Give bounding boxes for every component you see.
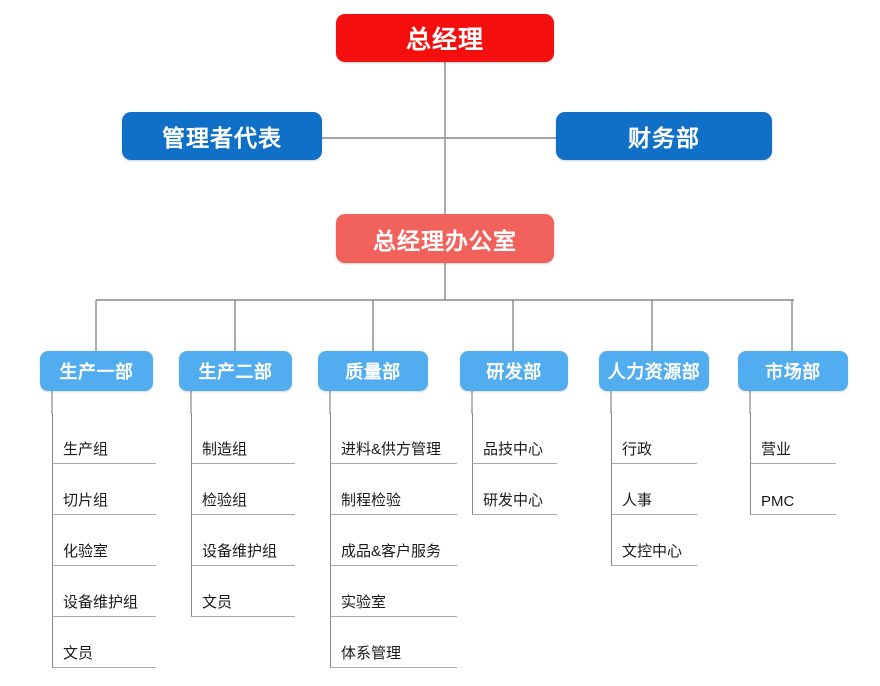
node-general-manager-office[interactable]: 总经理办公室	[336, 214, 554, 263]
list-item[interactable]: 切片组	[52, 464, 156, 515]
list-item[interactable]: 研发中心	[472, 464, 557, 515]
node-management-representative[interactable]: 管理者代表	[122, 112, 322, 160]
node-ceo[interactable]: 总经理	[336, 14, 554, 62]
list-item[interactable]: 制造组	[191, 413, 295, 464]
list-item[interactable]: 化验室	[52, 515, 156, 566]
sub-list-0: 生产组 切片组 化验室 设备维护组 文员	[52, 413, 156, 668]
list-item[interactable]: 设备维护组	[191, 515, 295, 566]
list-item[interactable]: 制程检验	[330, 464, 457, 515]
node-department-0[interactable]: 生产一部	[40, 351, 153, 391]
list-item[interactable]: 实验室	[330, 566, 457, 617]
sub-list-3: 品技中心 研发中心	[472, 413, 557, 515]
list-item[interactable]: 生产组	[52, 413, 156, 464]
sub-list-5: 营业 PMC	[750, 413, 836, 515]
node-finance-department[interactable]: 财务部	[556, 112, 772, 160]
list-item[interactable]: 体系管理	[330, 617, 457, 668]
list-item[interactable]: 设备维护组	[52, 566, 156, 617]
list-item[interactable]: 行政	[611, 413, 697, 464]
sub-list-4: 行政 人事 文控中心	[611, 413, 697, 566]
list-item[interactable]: 检验组	[191, 464, 295, 515]
list-item[interactable]: 成品&客户服务	[330, 515, 457, 566]
node-department-3[interactable]: 研发部	[460, 351, 568, 391]
sub-list-1: 制造组 检验组 设备维护组 文员	[191, 413, 295, 617]
list-item[interactable]: PMC	[750, 464, 836, 515]
list-item[interactable]: 文控中心	[611, 515, 697, 566]
list-item[interactable]: 人事	[611, 464, 697, 515]
list-item[interactable]: 文员	[191, 566, 295, 617]
node-department-2[interactable]: 质量部	[318, 351, 428, 391]
list-item[interactable]: 文员	[52, 617, 156, 668]
list-item[interactable]: 进料&供方管理	[330, 413, 457, 464]
node-department-1[interactable]: 生产二部	[179, 351, 292, 391]
node-department-5[interactable]: 市场部	[738, 351, 848, 391]
list-item[interactable]: 品技中心	[472, 413, 557, 464]
list-item[interactable]: 营业	[750, 413, 836, 464]
node-department-4[interactable]: 人力资源部	[599, 351, 709, 391]
sub-list-2: 进料&供方管理 制程检验 成品&客户服务 实验室 体系管理	[330, 413, 457, 668]
